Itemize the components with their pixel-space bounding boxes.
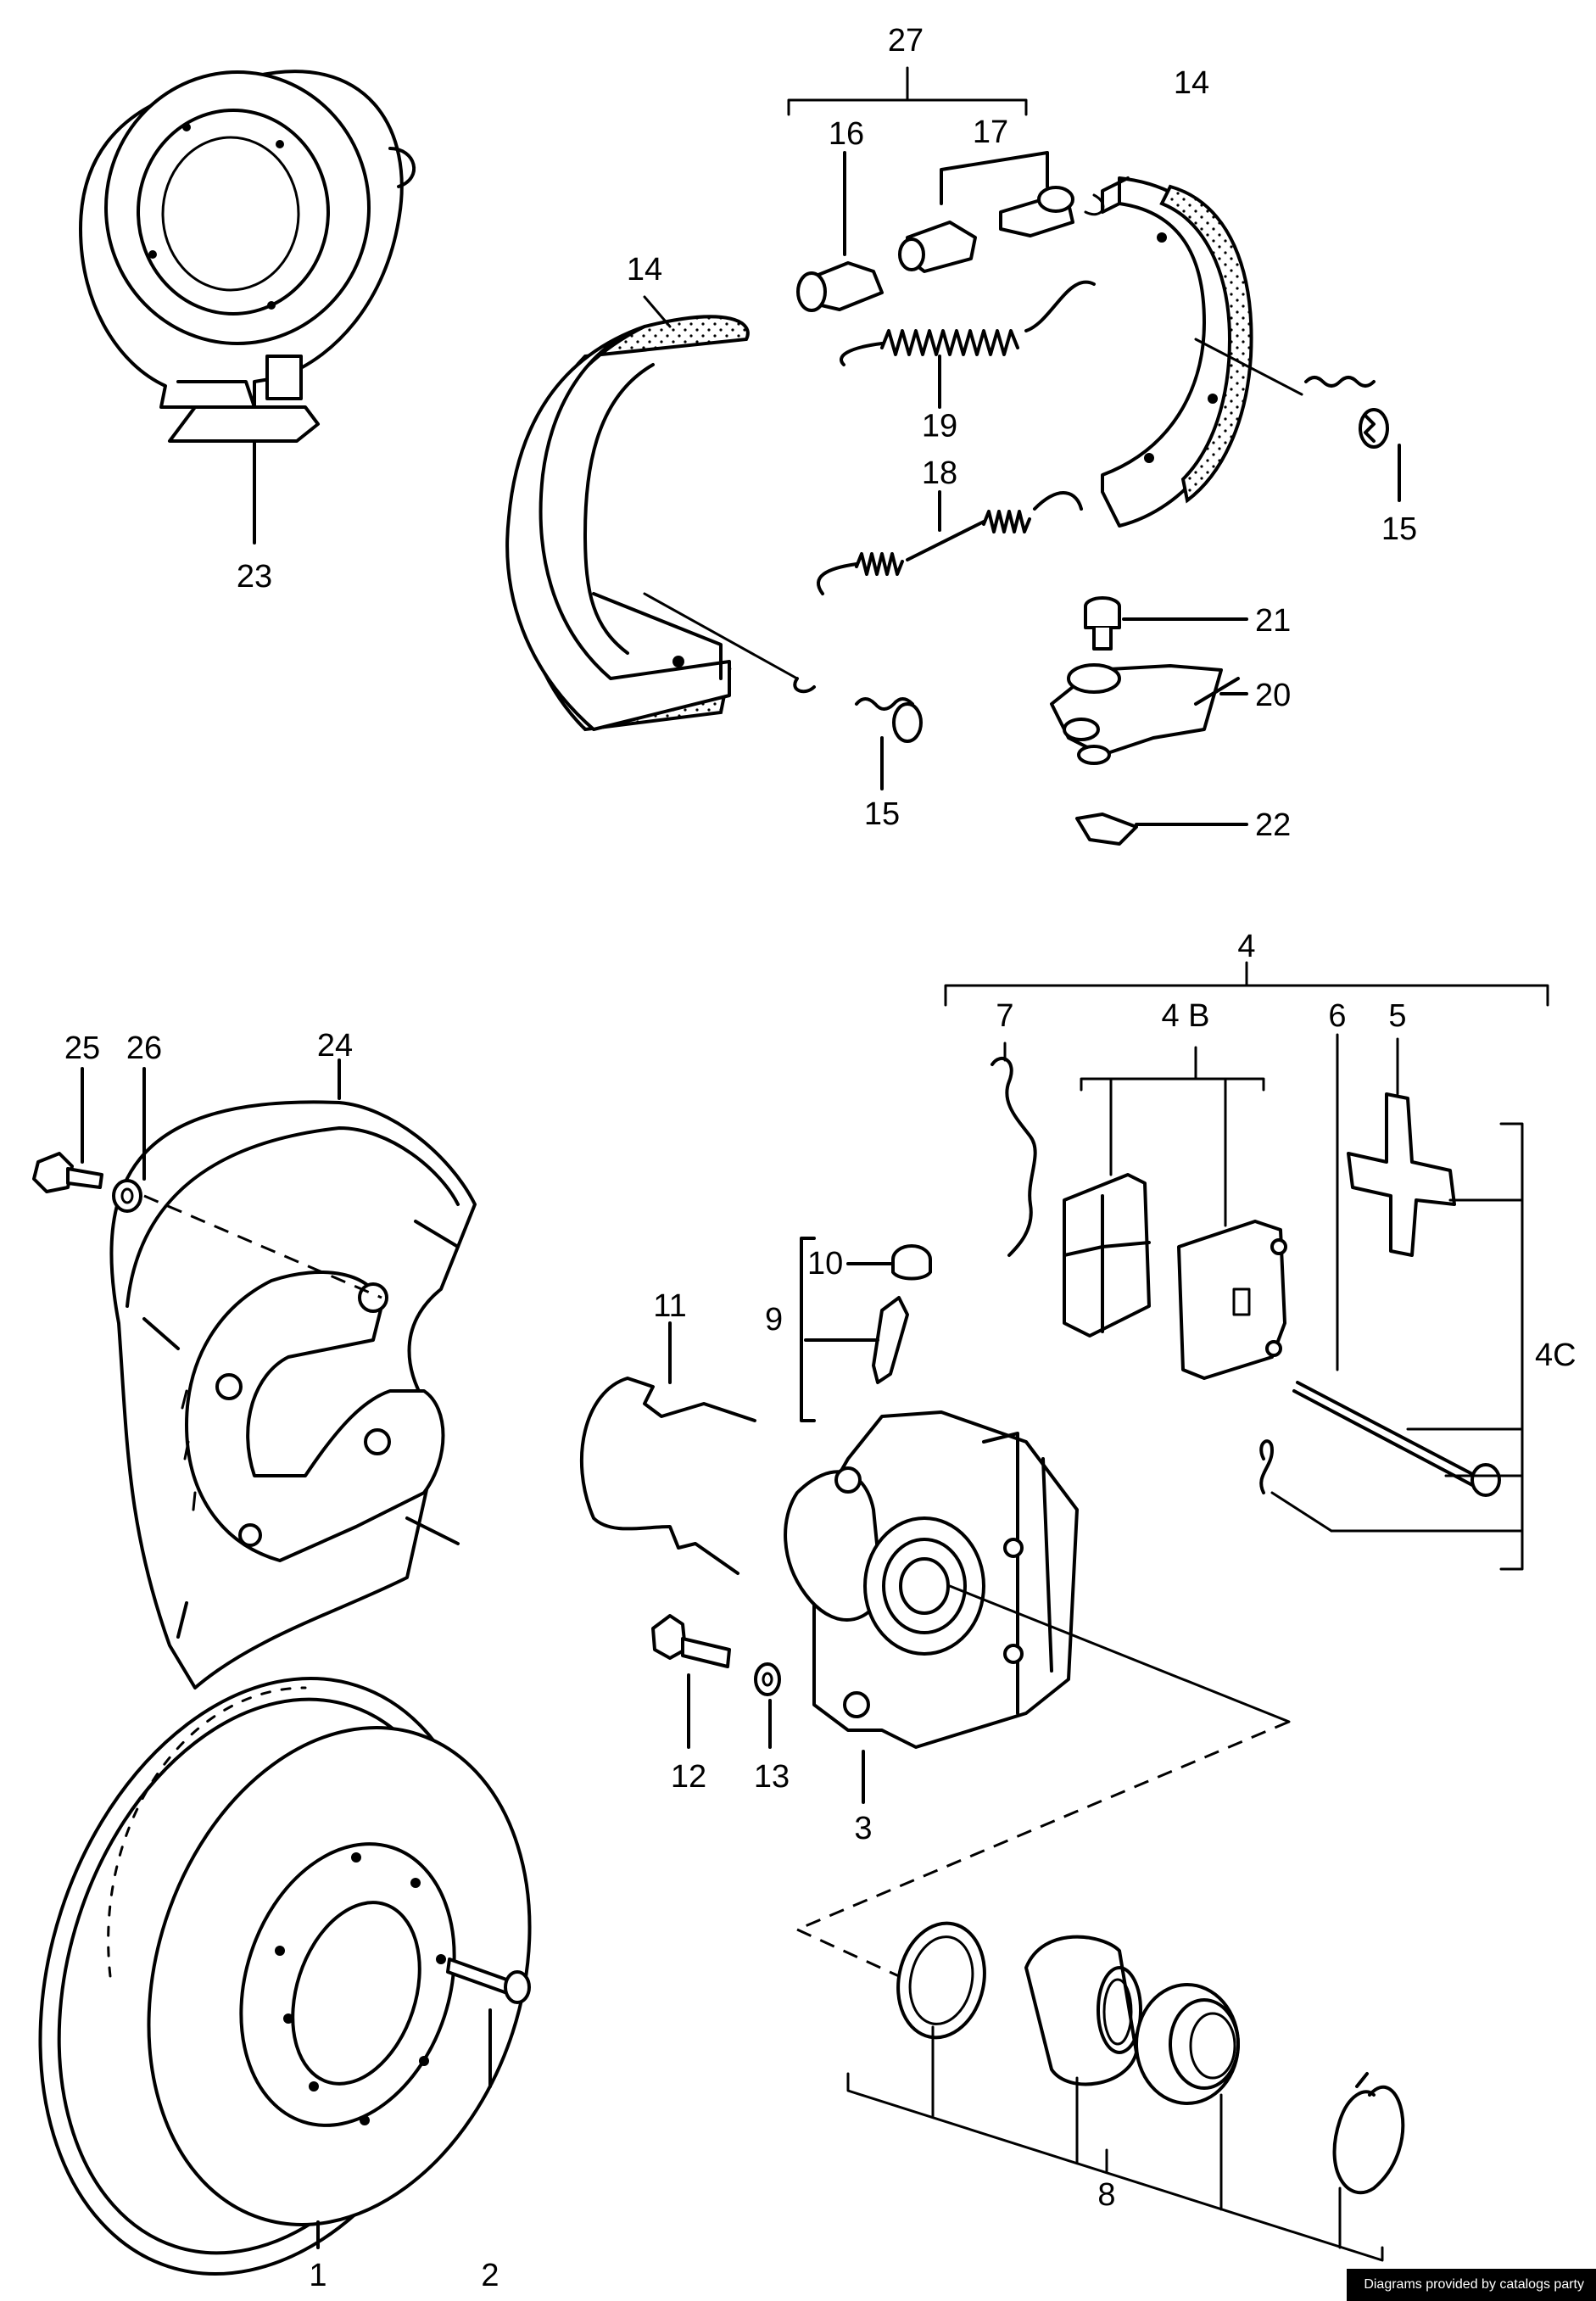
bleeder-cap-10: [846, 1244, 932, 1281]
screw-2: [446, 1958, 531, 2088]
washer-26: [112, 1067, 382, 1299]
callout-9: 9: [765, 1302, 783, 1338]
callout-22: 22: [1255, 807, 1291, 843]
bolt-25: [32, 1067, 103, 1193]
callout-10: 10: [807, 1246, 843, 1282]
callout-26: 26: [126, 1030, 162, 1066]
adjuster-16: [796, 151, 884, 312]
dust-shield-24: [109, 1058, 477, 1689]
callout-12: 12: [671, 1759, 706, 1795]
brake-shoe-14-left: [505, 295, 750, 732]
spring-19: [840, 280, 1096, 409]
callout-15-left: 15: [864, 796, 900, 832]
retaining-pin-6: [1292, 1033, 1501, 1497]
clip-22: [1075, 813, 1248, 846]
callout-4c: 4C: [1535, 1338, 1576, 1373]
hold-down-spring-15-left: [643, 592, 923, 790]
callout-7: 7: [996, 998, 1013, 1034]
brake-pads-4b: [1063, 1046, 1287, 1380]
callout-23: 23: [237, 559, 272, 595]
callout-19: 19: [922, 408, 957, 444]
hold-down-spring-15-right: [1194, 338, 1401, 502]
brake-shoe-14-right: [1084, 176, 1253, 528]
brake-disc-1: [38, 1677, 532, 2276]
spreader-spring-5: [1347, 1037, 1456, 1257]
washer-13: [754, 1662, 781, 1749]
callout-4b: 4 B: [1161, 998, 1209, 1034]
piston-seal-kit-8: [796, 1720, 1405, 2262]
callout-1: 1: [309, 2258, 326, 2293]
callout-14-left: 14: [627, 252, 662, 288]
callout-11: 11: [653, 1288, 686, 1324]
bleeder-screw-9: [800, 1237, 909, 1422]
callout-21: 21: [1255, 603, 1291, 639]
pad-kit-bracket-4c: [1259, 1122, 1524, 1571]
wear-sensor-7: [991, 1042, 1037, 1257]
callout-24: 24: [317, 1028, 353, 1064]
callout-18: 18: [922, 455, 957, 491]
caliper-3: [784, 1410, 1291, 1804]
adjuster-kit-bracket-27: [787, 66, 1028, 116]
callout-16: 16: [829, 116, 864, 152]
callout-20: 20: [1255, 678, 1291, 713]
callout-2: 2: [481, 2258, 499, 2293]
lever-20: [1050, 663, 1248, 765]
bolt-21: [1084, 596, 1248, 651]
spring-18: [817, 490, 1083, 595]
callout-3: 3: [854, 1811, 872, 1846]
callout-27: 27: [888, 23, 924, 59]
callout-6: 6: [1328, 998, 1346, 1034]
retaining-spring-11: [579, 1321, 756, 1575]
callout-13: 13: [754, 1759, 790, 1795]
callout-5: 5: [1388, 998, 1406, 1034]
bolt-12: [651, 1614, 731, 1749]
callout-14-right: 14: [1174, 65, 1209, 101]
callout-8: 8: [1097, 2177, 1115, 2213]
pad-kit-4: [944, 961, 1549, 1007]
callout-25: 25: [64, 1030, 100, 1066]
callout-17: 17: [973, 114, 1008, 150]
callout-4: 4: [1237, 929, 1255, 964]
backing-plate-23: [79, 70, 416, 545]
adjuster-screw-17: [898, 151, 1074, 273]
callout-15-right: 15: [1381, 511, 1417, 547]
credit-badge: Diagrams provided by catalogs party: [1347, 2269, 1596, 2301]
